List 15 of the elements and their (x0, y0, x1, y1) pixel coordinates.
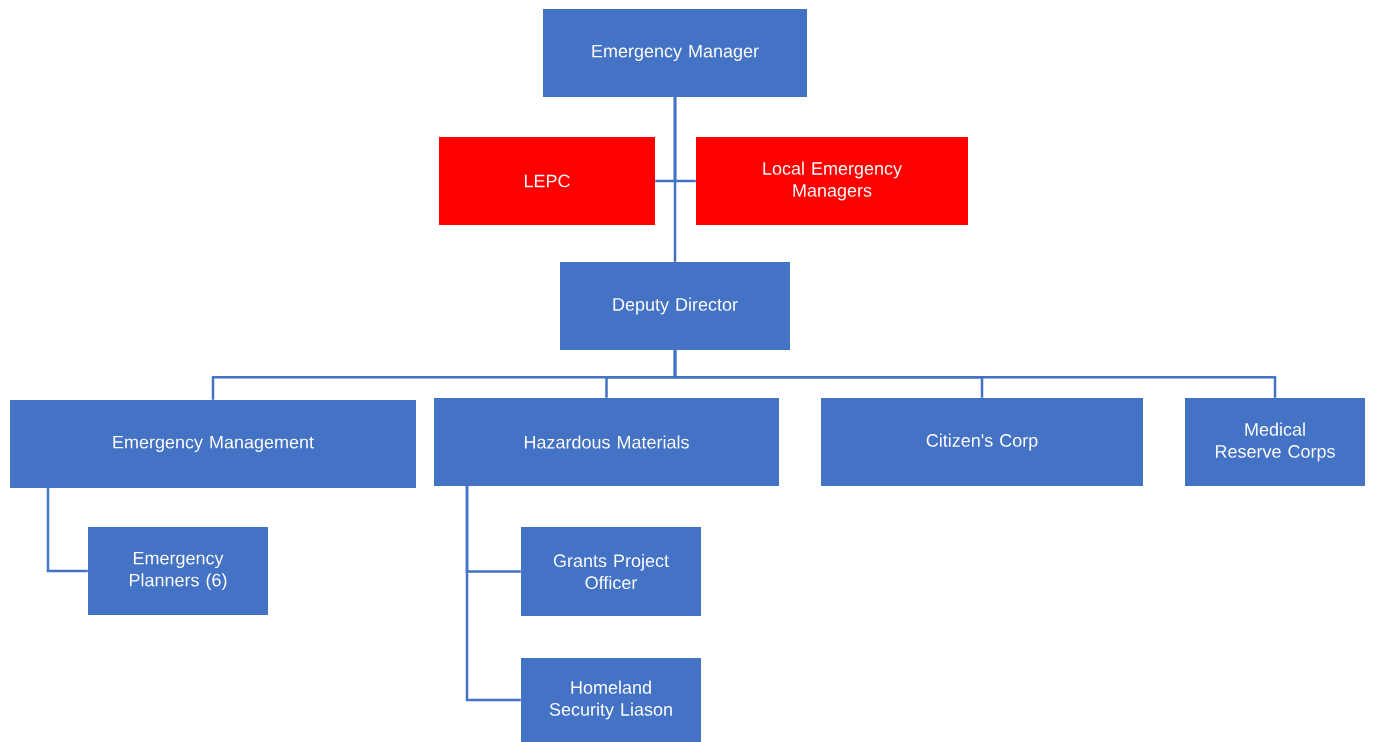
staff-box: Grants Project Officer (521, 527, 701, 616)
connector-line (46, 488, 88, 573)
advisory-box: LEPC (439, 137, 655, 225)
connector-line (673, 350, 1277, 398)
position-box: Deputy Director (560, 262, 790, 350)
staff-box: Homeland Security Liason (521, 658, 701, 742)
staff-box: Emergency Planners (6) (88, 527, 268, 615)
division-box: Citizen's Corp (821, 398, 1143, 486)
connector-line (673, 97, 696, 183)
position-box: Emergency Manager (543, 9, 807, 97)
division-box: Medical Reserve Corps (1185, 398, 1365, 486)
division-box: Hazardous Materials (434, 398, 779, 486)
connector-line (465, 486, 521, 702)
advisory-box: Local Emergency Managers (696, 137, 968, 225)
division-box: Emergency Management (10, 400, 416, 488)
